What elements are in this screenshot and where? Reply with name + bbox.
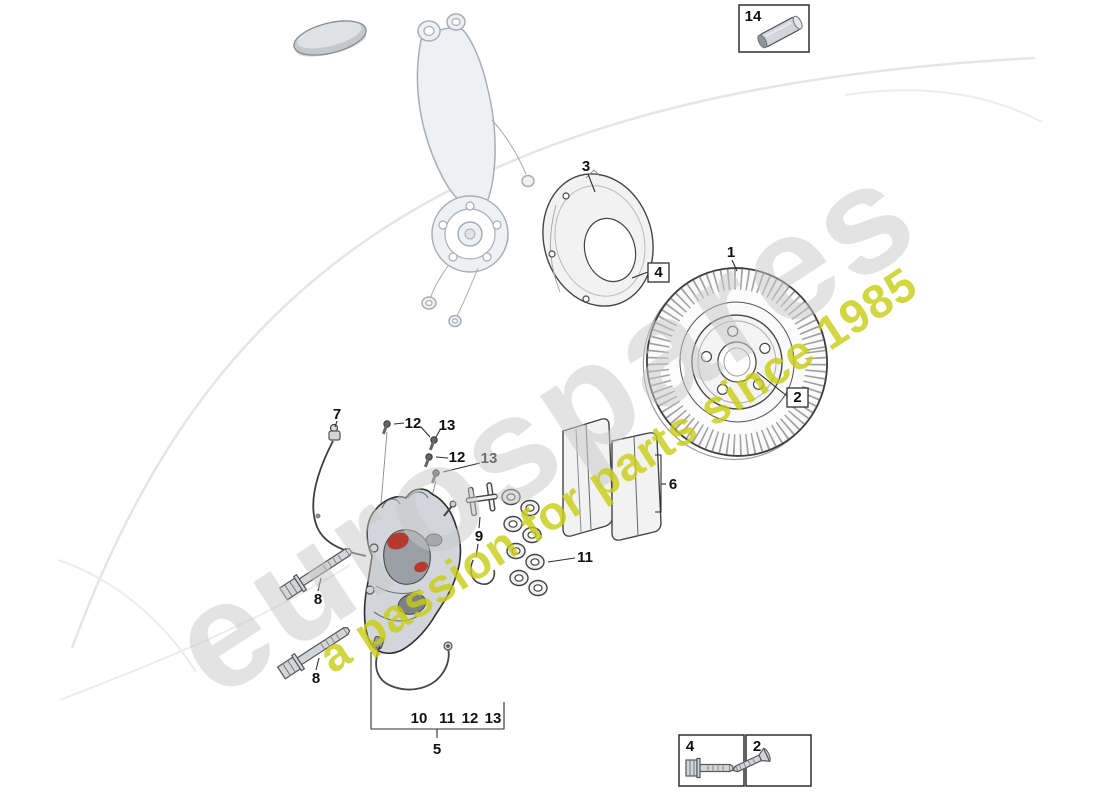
callout-11-row[interactable]: 11 (439, 710, 455, 727)
inset-sleeve[interactable]: 14 (738, 4, 810, 53)
splash-shield (542, 169, 654, 307)
callout-8a[interactable]: 8 (314, 591, 322, 608)
brake-pipe (372, 635, 453, 691)
car-silhouette (57, 56, 1043, 701)
inset-countersunk-screw[interactable]: 2 (730, 734, 812, 787)
inset-label-2[interactable]: 2 (753, 738, 761, 755)
callout-4-box[interactable] (647, 262, 670, 283)
watermark: eurospares a passion for parts since 198… (141, 125, 944, 728)
callout-13b[interactable]: 13 (481, 450, 498, 467)
brake-caliper (363, 488, 462, 691)
callout-1[interactable]: 1 (727, 244, 735, 261)
inset-label-14[interactable]: 14 (745, 8, 762, 25)
caliper-red-accent (387, 532, 409, 550)
inset-label-4[interactable]: 4 (686, 738, 695, 755)
brake-pads (562, 418, 662, 541)
callout-6[interactable]: 6 (669, 476, 677, 493)
callout-13-row[interactable]: 13 (485, 710, 502, 727)
hardware-ring (509, 569, 529, 587)
callouts: 3 4 1 2 6 11 7 12 13 12 13 9 (312, 158, 809, 758)
caliper-red-accent (414, 561, 428, 573)
callout-2-box[interactable] (786, 387, 809, 408)
callout-3[interactable]: 3 (582, 158, 590, 175)
brake-disc (642, 267, 828, 461)
steering-knuckle (416, 13, 535, 328)
countersunk-screw-part (732, 747, 771, 773)
watermark-brand: eurospares (141, 125, 944, 728)
callout-10-row[interactable]: 10 (411, 710, 428, 727)
retaining-spring (465, 482, 498, 585)
callout-4[interactable]: 4 (654, 264, 663, 281)
retaining-clip (470, 559, 496, 585)
sleeve-part (757, 15, 803, 49)
callout-9[interactable]: 9 (475, 528, 483, 545)
callout-5[interactable]: 5 (433, 741, 441, 758)
dust-cap (293, 20, 367, 57)
callout-8b[interactable]: 8 (312, 670, 320, 687)
callout-2[interactable]: 2 (793, 389, 801, 406)
hex-bolt-part (685, 757, 734, 779)
inset-hex-bolt[interactable]: 4 (678, 734, 745, 787)
callout-7[interactable]: 7 (333, 406, 341, 423)
callout-12-row[interactable]: 12 (462, 710, 479, 727)
callout-12b[interactable]: 12 (449, 449, 466, 466)
hardware-ring (528, 579, 548, 597)
callout-13a[interactable]: 13 (439, 417, 456, 434)
callout-11[interactable]: 11 (577, 549, 593, 566)
callout-12a[interactable]: 12 (405, 415, 422, 432)
